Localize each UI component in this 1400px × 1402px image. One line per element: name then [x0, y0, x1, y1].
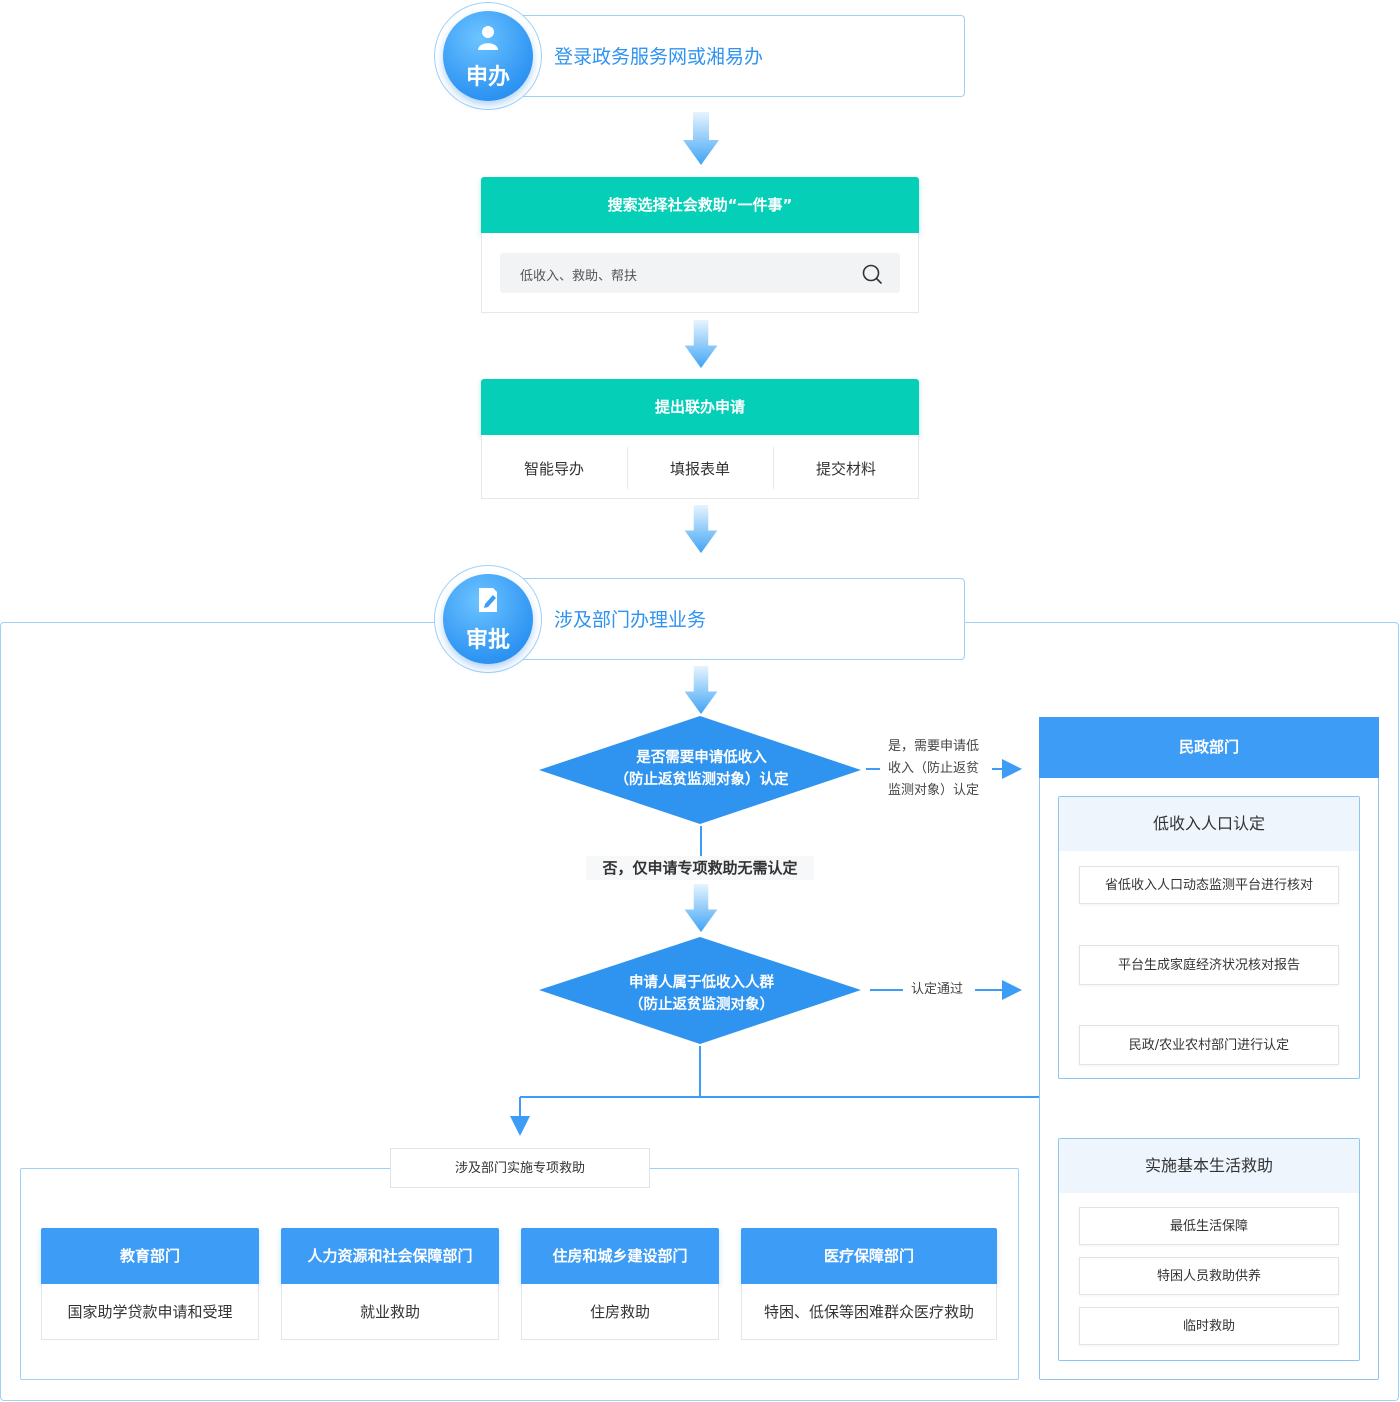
dept-hrss-header: 人力资源和社会保障部门 [281, 1228, 499, 1284]
approve-badge: 审批 [434, 565, 542, 673]
down-arrow-icon [681, 666, 721, 716]
search-input[interactable]: 低收入、救助、帮扶 [500, 253, 900, 293]
dept-medical-header: 医疗保障部门 [741, 1228, 997, 1284]
apply-badge-text: 申办 [465, 65, 510, 90]
tab-divider [627, 447, 628, 489]
submit-section-body [481, 435, 919, 499]
tab-fill-form[interactable]: 填报表单 [669, 460, 730, 478]
recognition-step: 省低收入人口动态监测平台进行核对 [1079, 866, 1339, 904]
civil-affairs-header: 民政部门 [1039, 717, 1379, 778]
submit-section-header: 提出联办申请 [481, 379, 919, 435]
dept-education-service: 国家助学贷款申请和受理 [41, 1284, 259, 1340]
edit-document-icon [479, 588, 497, 612]
person-icon [478, 26, 498, 50]
tab-smart-guide[interactable]: 智能导办 [523, 460, 584, 478]
decision1-diamond [539, 716, 861, 824]
dept-housing-service: 住房救助 [521, 1284, 719, 1340]
search-section-header: 搜索选择社会救助“一件事” [481, 177, 919, 233]
apply-stage-title: 登录政务服务网或湘易办 [554, 46, 764, 68]
dept-hrss-service: 就业救助 [281, 1284, 499, 1340]
down-arrow-icon [681, 320, 721, 370]
down-arrow-icon [681, 884, 721, 934]
tab-divider [773, 447, 774, 489]
dept-education-header: 教育部门 [41, 1228, 259, 1284]
decision1-no-label: 否，仅申请专项救助无需认定 [586, 856, 814, 880]
decision2-diamond [539, 937, 861, 1044]
approve-stage-card[interactable] [470, 578, 965, 660]
approve-stage-title: 涉及部门办理业务 [554, 609, 707, 631]
decision1-text: 是否需要申请低收入 （防止返贫监测对象）认定 [614, 750, 789, 788]
down-arrow-icon [681, 112, 721, 167]
decision2-pass-label: 认定通过 [911, 982, 964, 997]
dept-medical-service: 特困、低保等困难群众医疗救助 [741, 1284, 997, 1340]
apply-badge: 申办 [434, 2, 542, 110]
recognition-step: 平台生成家庭经济状况核对报告 [1079, 945, 1339, 985]
tab-submit-materials[interactable]: 提交材料 [815, 460, 876, 478]
search-input-text: 低收入、救助、帮扶 [520, 269, 638, 284]
apply-stage-card[interactable] [470, 15, 965, 97]
search-icon[interactable] [861, 263, 883, 285]
basic-aid-item: 临时救助 [1079, 1307, 1339, 1345]
basic-aid-item: 特困人员救助供养 [1079, 1257, 1339, 1295]
basic-aid-title: 实施基本生活救助 [1059, 1139, 1359, 1193]
dept-housing-header: 住房和城乡建设部门 [521, 1228, 719, 1284]
recognition-title: 低收入人口认定 [1059, 797, 1359, 851]
special-aid-label: 涉及部门实施专项救助 [390, 1148, 650, 1188]
approve-badge-text: 审批 [465, 628, 510, 653]
decision2-text: 申请人属于低收入人群 （防止返贫监测对象） [629, 975, 774, 1013]
down-arrow-icon [681, 505, 721, 555]
decision1-yes-label: 是，需要申请低 收入（防止返贫 监测对象）认定 [888, 739, 980, 798]
basic-aid-item: 最低生活保障 [1079, 1207, 1339, 1245]
recognition-step: 民政/农业农村部门进行认定 [1079, 1025, 1339, 1065]
